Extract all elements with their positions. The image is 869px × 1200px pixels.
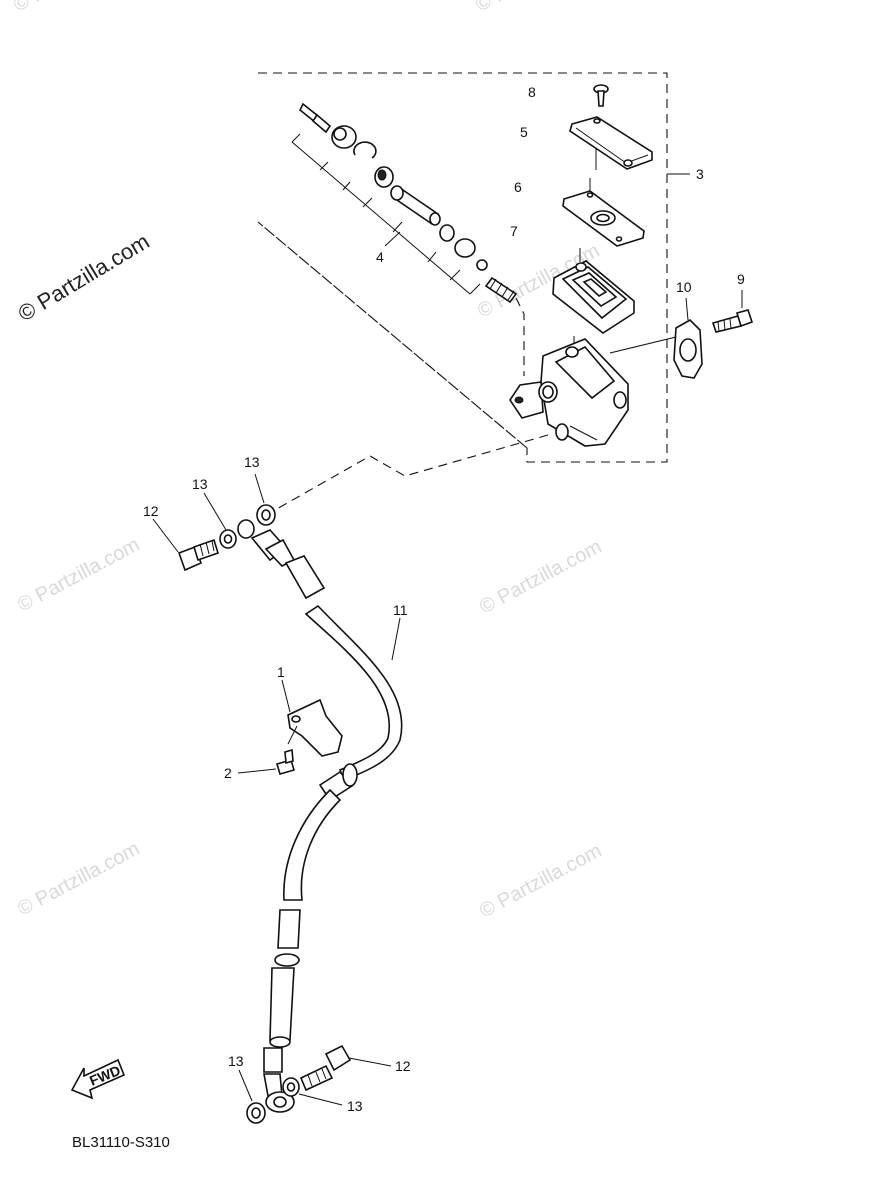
callout-13-lower-left: 13 (228, 1053, 244, 1069)
callout-7: 7 (510, 223, 518, 239)
upper-banjo (152, 473, 276, 572)
callout-11: 11 (393, 602, 408, 618)
callout-10: 10 (676, 279, 692, 295)
watermark-text: © Partzilla.com (10, 0, 139, 16)
holder-and-bolt (609, 290, 754, 379)
callout-13-upper-right: 13 (244, 454, 260, 470)
hose-guide (237, 679, 343, 775)
callout-12-lower: 12 (395, 1058, 411, 1074)
lower-banjo (238, 1044, 392, 1124)
callout-4: 4 (376, 249, 384, 265)
callout-9: 9 (737, 271, 745, 287)
callout-12-upper: 12 (143, 503, 159, 519)
watermark-layer: © Partzilla.com © Partzilla.com © Partzi… (10, 0, 605, 922)
fwd-arrow-icon: FWD (70, 1058, 126, 1100)
part-code: BL31110-S310 (72, 1134, 170, 1151)
watermark-text: © Partzilla.com (472, 0, 601, 16)
reservoir-cap-parts (552, 84, 653, 345)
callout-13-lower-right: 13 (347, 1098, 363, 1114)
callout-5: 5 (520, 124, 528, 140)
callout-13-upper-left: 13 (192, 476, 208, 492)
master-cylinder-body (509, 338, 629, 447)
piston-kit (291, 102, 525, 376)
assembly-boundary (257, 72, 668, 463)
connection-dash-upper (274, 434, 549, 511)
callout-2: 2 (224, 765, 232, 781)
callout-3: 3 (696, 166, 704, 182)
watermark-text: © Partzilla.com (476, 840, 605, 923)
watermark-text: © Partzilla.com (476, 536, 605, 619)
fwd-label: FWD (87, 1062, 123, 1089)
watermark-text: © Partzilla.com (14, 838, 143, 921)
watermark-main: © Partzilla.com (14, 229, 154, 327)
callouts: 8 5 3 6 7 4 9 10 13 13 12 11 1 2 12 13 1… (143, 84, 745, 1114)
callout-1: 1 (277, 664, 285, 680)
callout-8: 8 (528, 84, 536, 100)
watermark-text: © Partzilla.com (14, 534, 143, 617)
brake-hose (250, 529, 403, 1113)
callout-6: 6 (514, 179, 522, 195)
